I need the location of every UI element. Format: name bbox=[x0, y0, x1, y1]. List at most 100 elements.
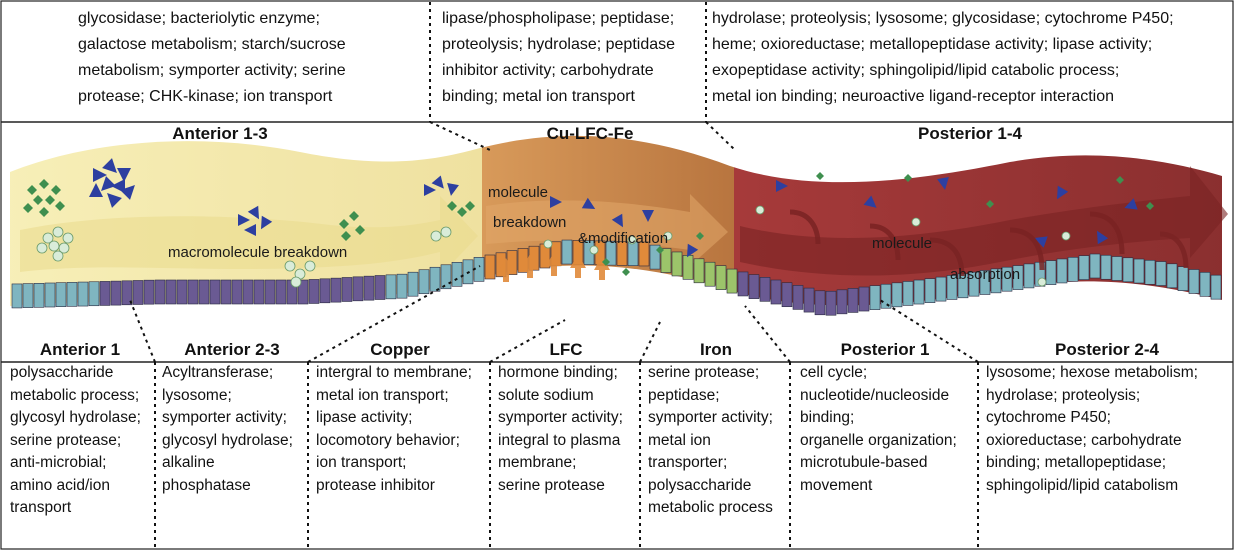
epithelial-cell bbox=[1023, 263, 1035, 289]
epithelial-cell bbox=[880, 283, 892, 309]
epithelial-cell bbox=[132, 280, 144, 305]
epithelial-cell bbox=[759, 277, 771, 302]
epithelial-cell bbox=[88, 281, 100, 307]
green-polymer-molecule bbox=[27, 185, 37, 195]
triangle-molecule bbox=[611, 213, 623, 228]
blue-polymer-molecule bbox=[102, 158, 117, 173]
top-panel-cu-lfc-fe: lipase/phospholipase; peptidase; proteol… bbox=[442, 10, 676, 105]
epithelial-cell bbox=[308, 279, 320, 304]
region-title-posterior: Posterior 1-4 bbox=[918, 124, 1022, 143]
epithelial-cell bbox=[1177, 266, 1189, 291]
epithelial-cell bbox=[968, 271, 980, 297]
column-text-posterior-2-4: lysosome; hexose metabolism; hydrolase; … bbox=[986, 364, 1198, 494]
globule-molecule bbox=[48, 240, 60, 252]
epithelial-cell bbox=[1067, 256, 1079, 282]
epithelial-cell bbox=[847, 288, 859, 313]
column-header-posterior-1: Posterior 1 bbox=[840, 340, 930, 359]
globule-molecule bbox=[589, 245, 599, 255]
epithelial-cell bbox=[264, 279, 276, 305]
triangle-molecule bbox=[581, 197, 596, 209]
diamond-molecule bbox=[355, 225, 365, 235]
epithelial-cell bbox=[616, 241, 628, 266]
epithelial-cell bbox=[110, 280, 122, 306]
triangle-molecule bbox=[863, 195, 877, 208]
epithelial-cell bbox=[451, 261, 463, 287]
transport-arrows bbox=[498, 252, 610, 282]
globule-molecule bbox=[1037, 277, 1047, 287]
process-molecule: molecule bbox=[488, 184, 549, 201]
epithelial-cell bbox=[803, 287, 815, 313]
blue-polymer-molecule bbox=[93, 168, 107, 182]
epithelial-cell bbox=[165, 279, 177, 305]
green-polymer-molecule bbox=[23, 203, 33, 213]
epithelial-cell bbox=[1133, 258, 1145, 284]
epithelial-cell bbox=[1089, 253, 1101, 279]
globule-molecule bbox=[543, 239, 553, 249]
epithelial-cell bbox=[407, 271, 419, 297]
blue-polymer-molecule bbox=[107, 193, 122, 208]
globule-molecule bbox=[52, 226, 64, 238]
epithelial-cell bbox=[22, 283, 34, 308]
globule-molecule bbox=[58, 242, 70, 254]
green-polymer-molecule bbox=[55, 201, 65, 211]
blue-polymer-molecule bbox=[111, 179, 125, 193]
epithelial-cell bbox=[330, 277, 342, 303]
triangle-molecule bbox=[776, 180, 788, 192]
epithelial-cell bbox=[429, 266, 441, 292]
anterior-flow-arrow bbox=[20, 196, 478, 276]
diamond-molecule bbox=[447, 201, 457, 211]
triangle-molecule bbox=[447, 183, 459, 196]
epithelial-cell bbox=[231, 279, 243, 305]
triangle-molecule bbox=[431, 175, 444, 189]
triangle-molecule bbox=[550, 196, 562, 208]
green-polymer-molecule bbox=[45, 195, 55, 205]
globule-molecule bbox=[627, 235, 637, 245]
globule-molecule bbox=[290, 276, 302, 288]
epithelial-cell bbox=[990, 268, 1002, 294]
epithelial-cell bbox=[660, 248, 672, 273]
epithelial-cell bbox=[484, 254, 496, 280]
column-header-iron: Iron bbox=[699, 340, 733, 359]
column-header-copper: Copper bbox=[370, 340, 430, 359]
epithelial-cell bbox=[55, 282, 67, 307]
green-polymer-molecule bbox=[51, 185, 61, 195]
epithelial-cell bbox=[638, 241, 650, 267]
top-panel-anterior-1-3: glycosidase; bacteriolytic enzyme; galac… bbox=[78, 10, 346, 105]
epithelial-cell bbox=[1166, 263, 1178, 289]
epithelial-cell bbox=[1199, 272, 1211, 297]
posterior-flow-arrow bbox=[740, 166, 1228, 276]
epithelial-cell bbox=[737, 271, 749, 297]
triangle-molecule bbox=[937, 177, 949, 190]
epithelial-cell bbox=[715, 265, 727, 290]
connector-lines bbox=[129, 2, 979, 550]
epithelial-cell bbox=[154, 279, 166, 305]
region-title-middle: Cu-LFC-Fe bbox=[546, 124, 634, 143]
epithelial-cell bbox=[352, 276, 364, 302]
column-text-lfc: hormone binding; solute sodium symporter… bbox=[498, 364, 623, 494]
epithelium-band bbox=[11, 239, 1222, 316]
epithelial-cell bbox=[704, 261, 716, 287]
epithelial-cell bbox=[825, 290, 837, 316]
epithelial-cell bbox=[858, 286, 870, 312]
epithelial-cell bbox=[649, 244, 661, 270]
epithelial-cell bbox=[220, 279, 232, 305]
epithelial-cell bbox=[671, 251, 683, 277]
blue-polymer-molecule bbox=[117, 168, 131, 182]
triangle-molecule bbox=[1124, 198, 1138, 210]
middle-flow-arrow bbox=[486, 194, 728, 266]
epithelial-cell bbox=[1100, 254, 1112, 280]
column-header-anterior-1: Anterior 1 bbox=[39, 340, 121, 359]
diamond-molecule bbox=[816, 172, 824, 180]
epithelial-cell bbox=[1111, 256, 1123, 281]
diamond-molecule bbox=[457, 207, 467, 217]
column-header-anterior-2-3: Anterior 2-3 bbox=[184, 340, 280, 359]
triangle-molecule bbox=[1034, 236, 1048, 248]
globule-molecule bbox=[663, 231, 673, 241]
epithelial-cell bbox=[1210, 274, 1222, 300]
green-polymer-molecule bbox=[33, 195, 43, 205]
epithelial-cell bbox=[341, 277, 353, 302]
epithelial-cell bbox=[814, 290, 826, 316]
diamond-molecule bbox=[339, 219, 349, 229]
